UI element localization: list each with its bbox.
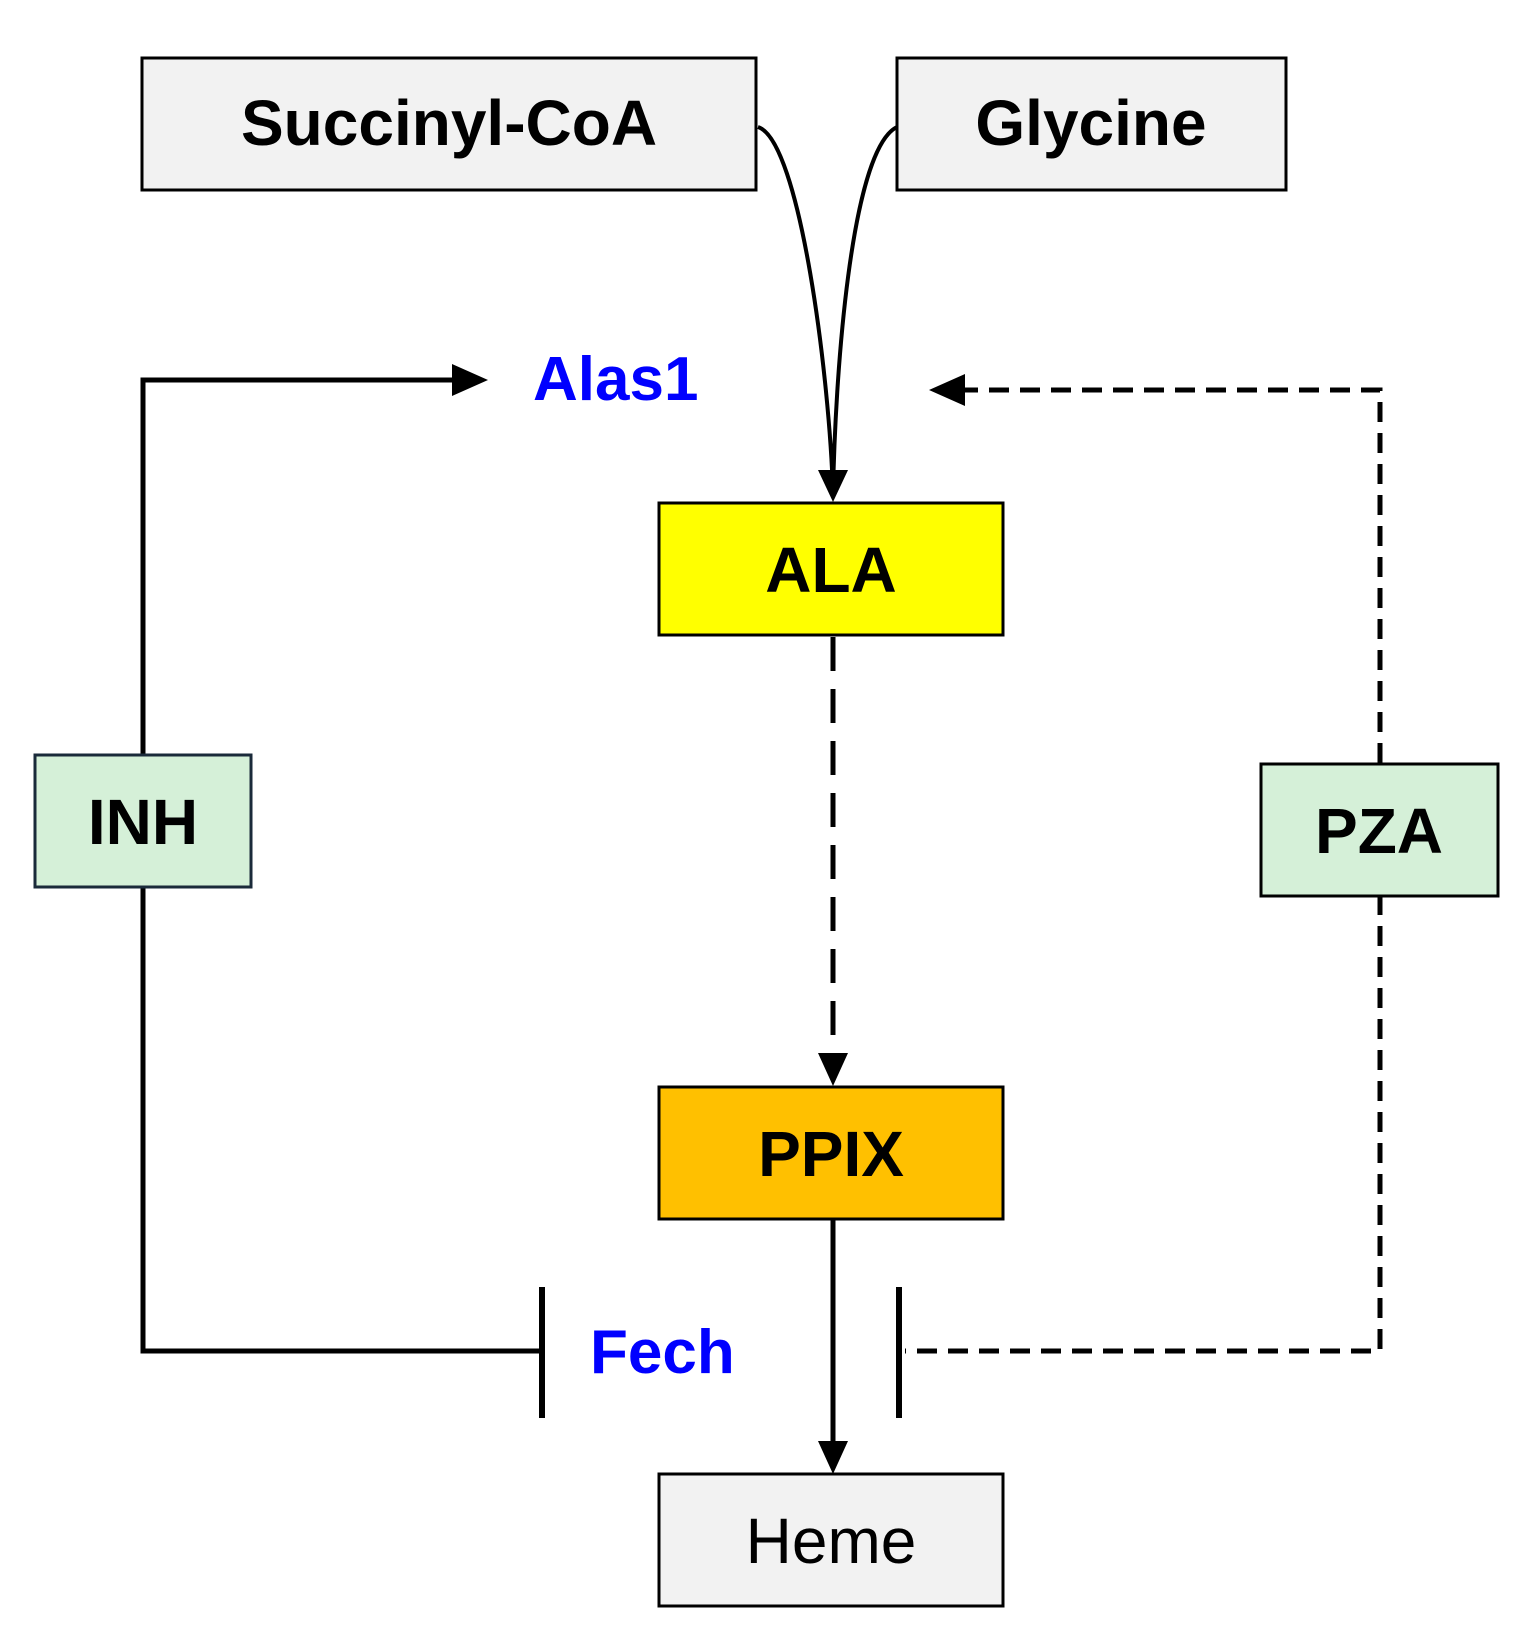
pza-node: PZA: [1259, 762, 1500, 898]
inh-to-alas1-arrow: [140, 377, 460, 755]
fech-label: Fech: [590, 1318, 735, 1387]
ppix-arrowhead: [818, 1053, 848, 1086]
succinyl-coa-label: Succinyl-CoA: [241, 87, 657, 159]
ppix-label: PPIX: [758, 1118, 904, 1190]
pza-label: PZA: [1315, 795, 1443, 867]
heme-label: Heme: [746, 1505, 917, 1577]
ala-node: ALA: [657, 501, 1005, 637]
alas1-putative-arrowhead: [929, 374, 965, 406]
succinyl-to-ala-arrow: [757, 125, 835, 496]
ala-label: ALA: [765, 534, 897, 606]
inh-node: INH: [33, 753, 253, 889]
heme-node: Heme: [657, 1472, 1005, 1608]
heme-arrowhead: [818, 1441, 848, 1474]
ala-arrowhead: [818, 470, 848, 502]
glycine-node: Glycine: [895, 56, 1288, 192]
inh-to-fech-inhibition-line: [140, 887, 541, 1354]
glycine-label: Glycine: [975, 87, 1206, 159]
alas1-activation-arrowhead: [452, 364, 488, 396]
pza-to-alas1-dashed-arrow: [960, 387, 1383, 763]
ppix-node: PPIX: [657, 1085, 1005, 1221]
glycine-to-ala-arrow: [831, 125, 899, 496]
inh-label: INH: [88, 786, 198, 858]
alas1-label: Alas1: [533, 345, 698, 414]
succinyl-coa-node: Succinyl-CoA: [140, 56, 758, 192]
